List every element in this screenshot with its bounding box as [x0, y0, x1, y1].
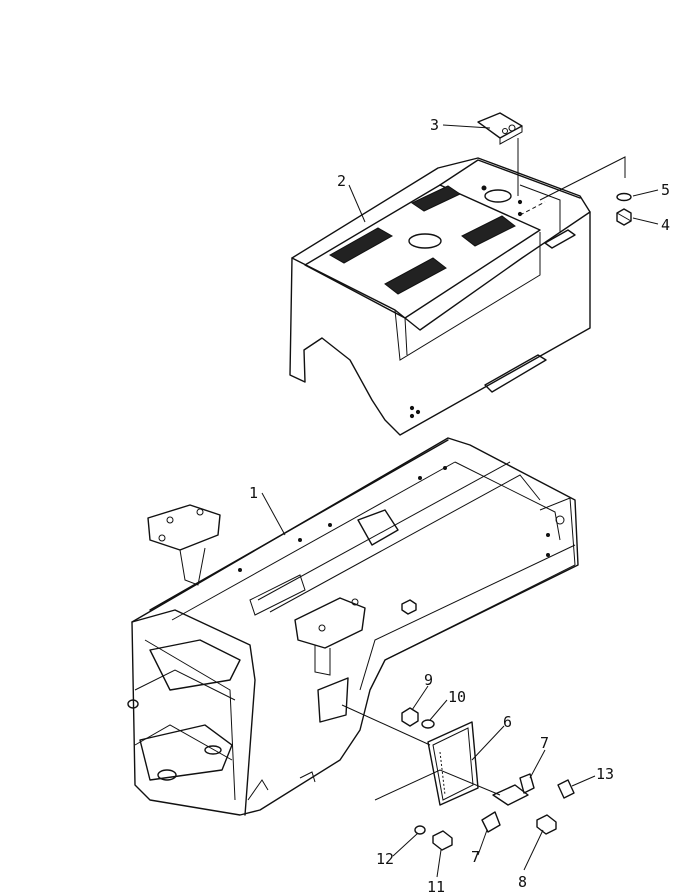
callout-5: 5	[661, 181, 670, 199]
latch-parts	[481, 773, 535, 833]
callout-12: 12	[376, 850, 394, 868]
callout-6: 6	[503, 713, 512, 731]
callout-11: 11	[427, 878, 445, 896]
callout-13: 13	[596, 765, 614, 783]
callout-1: 1	[249, 484, 258, 502]
leader-lines	[261, 124, 659, 878]
hood-cover	[289, 157, 591, 436]
access-cover-plate	[341, 704, 501, 806]
callout-2: 2	[337, 172, 346, 190]
callout-7-upper: 7	[540, 734, 549, 752]
fasteners	[401, 707, 575, 851]
callout-9: 9	[424, 671, 433, 689]
callout-4: 4	[661, 216, 670, 234]
callout-3: 3	[430, 116, 439, 134]
callout-8: 8	[518, 873, 527, 891]
main-frame	[127, 437, 579, 816]
callout-7-lower: 7	[471, 848, 480, 866]
bracket-part-3	[477, 112, 523, 196]
callout-labels: 1 2 3 4 5 6 7 7 8 9 10 11 12 13	[249, 116, 670, 896]
nut-and-washer	[519, 156, 632, 226]
callout-10: 10	[448, 688, 466, 706]
